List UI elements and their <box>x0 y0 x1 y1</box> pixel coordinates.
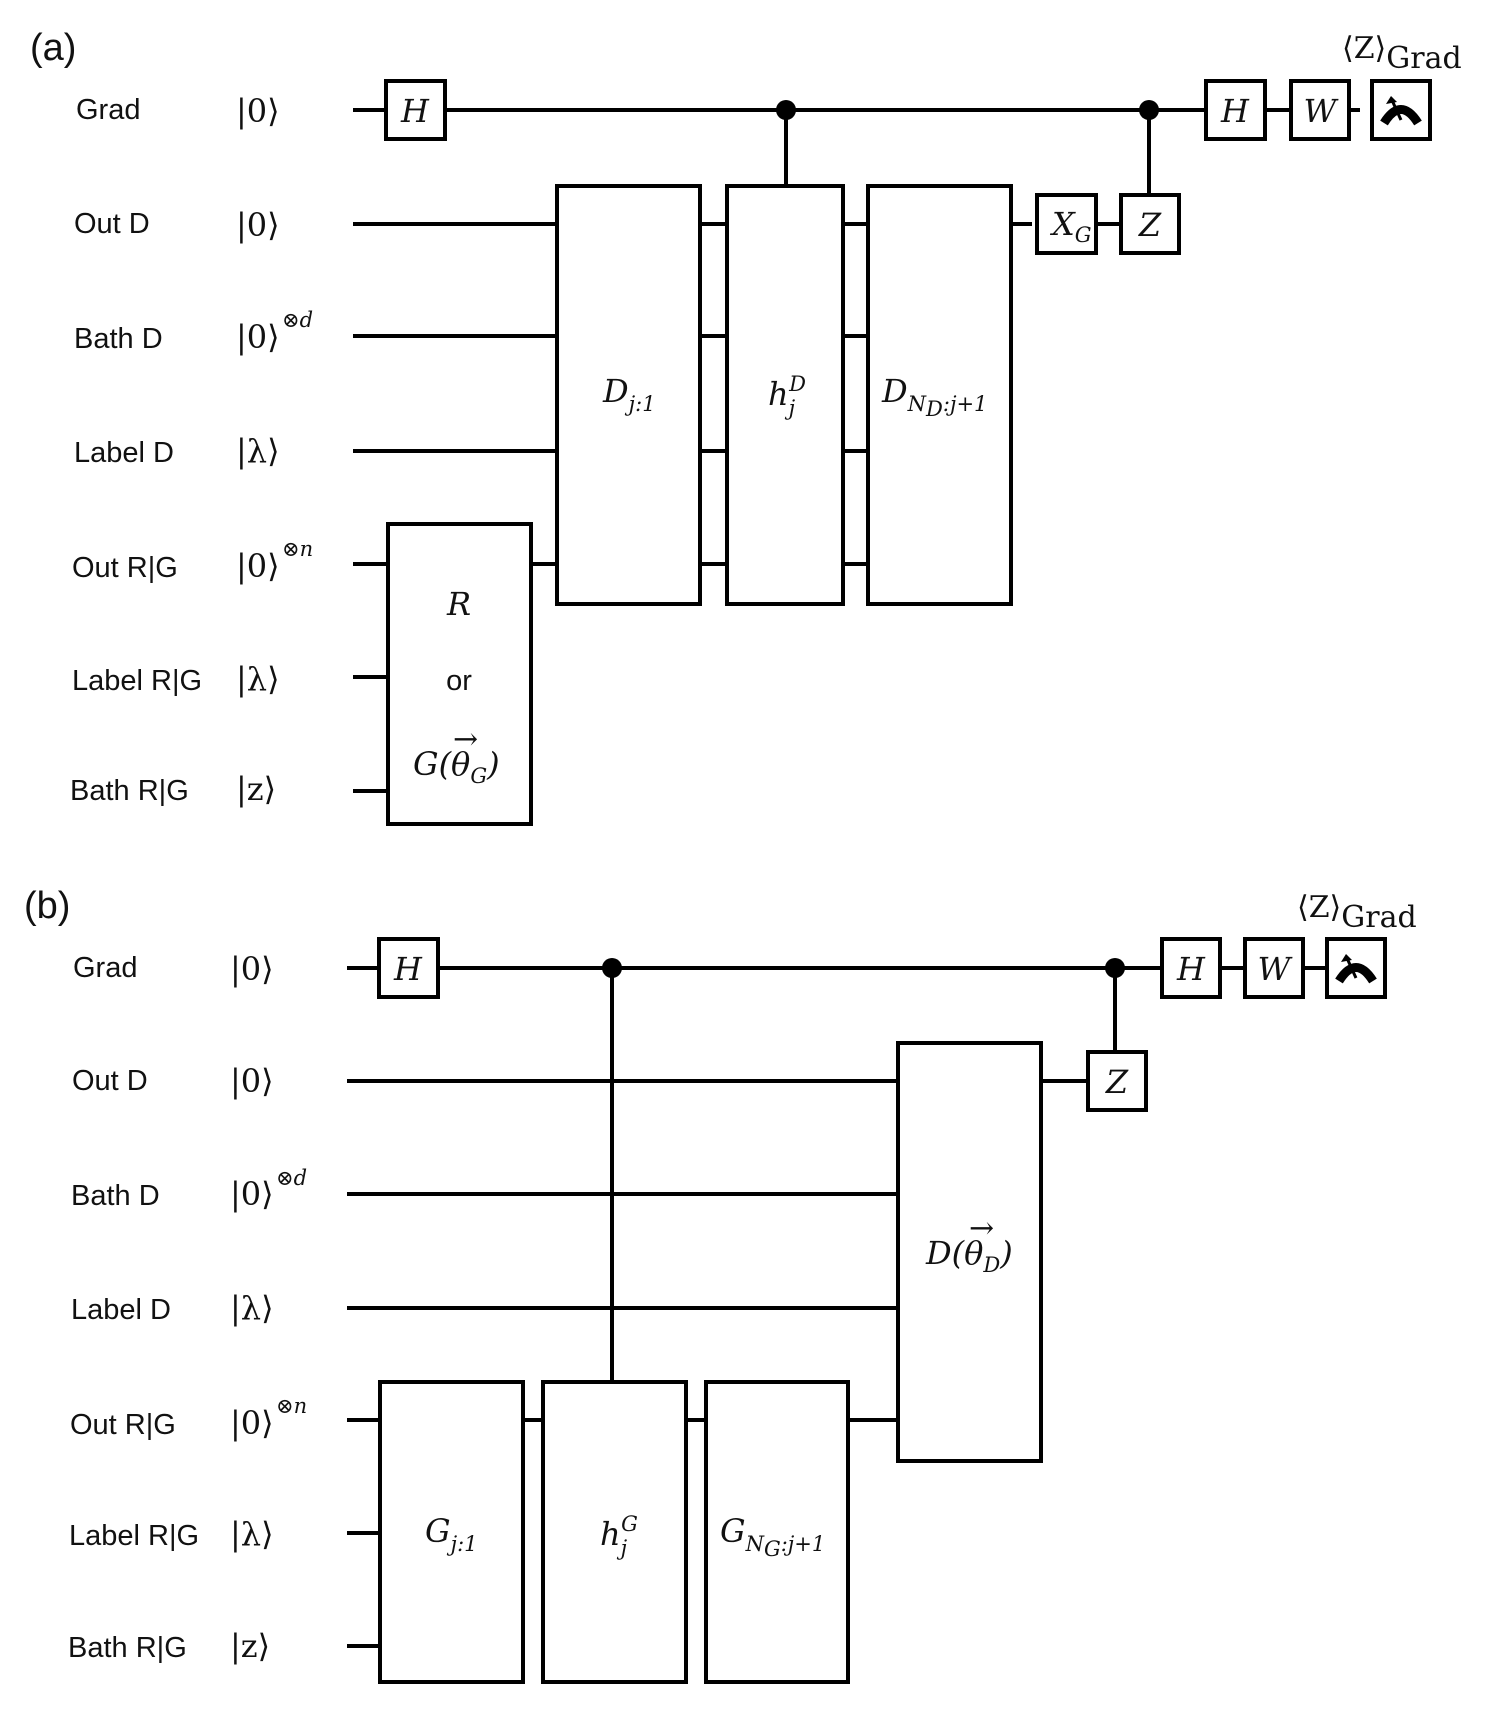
ket-bath-d: |0⟩ <box>236 318 280 356</box>
measurement-icon-b <box>1325 937 1387 999</box>
gate-h-first: H <box>384 79 447 141</box>
qubit-label-bath-d: Bath D <box>74 323 163 355</box>
gate-xg: XG <box>1035 193 1098 255</box>
panel-b-tag: (b) <box>24 885 70 927</box>
qubit-label-grad-b: Grad <box>73 952 137 984</box>
measurement-label-a: ⟨Z⟩Grad <box>1342 31 1462 76</box>
measurement-label-b: ⟨Z⟩Grad <box>1297 890 1417 935</box>
gate-or-label: or <box>446 665 472 697</box>
gate-d-nd-label: DND:j+1 <box>881 372 987 421</box>
gate-h-first-label: H <box>400 92 430 130</box>
gate-g-ng: GNG:j+1 <box>704 1380 850 1684</box>
control-dot-z-a <box>1139 100 1159 120</box>
gate-d-theta-label: D(θD) <box>925 1234 1013 1277</box>
qubit-label-out-rg: Out R|G <box>72 552 178 584</box>
qubit-label-label-d: Label D <box>74 437 174 469</box>
gate-w-b: W <box>1243 937 1305 999</box>
gate-z-b: Z <box>1086 1050 1148 1112</box>
ket-bath-rg-b: |z⟩ <box>230 1627 270 1665</box>
gate-h-first-b: H <box>377 937 440 999</box>
measurement-icon-a <box>1370 79 1432 141</box>
panel-b-qubit-labels: Grad Out D Bath D Label D Out R|G Label … <box>68 952 199 1664</box>
gate-d-nd: DND:j+1 <box>866 184 1013 606</box>
qubit-label-bath-d-b: Bath D <box>71 1180 160 1212</box>
vector-arrow-icon: → <box>453 722 478 757</box>
gate-h-first-b-label: H <box>393 950 423 988</box>
qubit-label-bath-rg: Bath R|G <box>70 775 189 807</box>
gate-hjg-label: hjG <box>600 1512 638 1560</box>
gate-w-a: W <box>1289 79 1351 141</box>
ket-bath-rg: |z⟩ <box>236 770 276 808</box>
ket-out-rg: |0⟩ <box>236 547 280 585</box>
ket-label-rg-b: |λ⟩ <box>230 1515 274 1553</box>
gate-d-j1-label: Dj:1 <box>602 372 656 416</box>
gate-d-j1: Dj:1 <box>555 184 702 606</box>
qubit-label-label-d-b: Label D <box>71 1294 171 1326</box>
qubit-label-out-d: Out D <box>74 208 150 240</box>
qubit-label-out-d-b: Out D <box>72 1065 148 1097</box>
gate-g-j1-label: Gj:1 <box>425 1512 478 1556</box>
gate-g-ng-label: GNG:j+1 <box>720 1512 825 1561</box>
gate-r-label: R <box>446 585 471 623</box>
qubit-label-grad: Grad <box>76 94 140 126</box>
ket-out-d: |0⟩ <box>236 206 280 244</box>
gate-z-a: Z <box>1119 193 1181 255</box>
ket-out-rg-power-b: ⊗n <box>276 1394 307 1418</box>
panel-a-kets: |0⟩ |0⟩ |0⟩ ⊗d |λ⟩ |0⟩ ⊗n |λ⟩ |z⟩ <box>236 92 313 808</box>
ket-bath-d-power-b: ⊗d <box>276 1166 307 1190</box>
gate-r-or-g: R or G(θG) → <box>386 522 533 826</box>
gate-z-a-label: Z <box>1138 206 1162 244</box>
vector-arrow-icon-b: → <box>969 1211 994 1246</box>
gate-z-b-label: Z <box>1105 1063 1129 1101</box>
ket-out-rg-b: |0⟩ <box>230 1404 274 1442</box>
gate-hjd-label: hjD <box>768 372 806 420</box>
control-dot-z-b <box>1105 958 1125 978</box>
ket-grad-b: |0⟩ <box>230 950 274 988</box>
gate-h-last-b-label: H <box>1176 950 1206 988</box>
panel-a-qubit-labels: Grad Out D Bath D Label D Out R|G Label … <box>70 94 202 807</box>
ket-bath-d-b: |0⟩ <box>230 1175 274 1213</box>
gate-g-j1: Gj:1 <box>378 1380 525 1684</box>
ket-bath-d-power: ⊗d <box>282 308 313 332</box>
ket-label-d: |λ⟩ <box>236 432 280 470</box>
qubit-label-out-rg-b: Out R|G <box>70 1409 176 1441</box>
gate-w-b-label: W <box>1258 950 1294 988</box>
control-dot-hjd <box>776 100 796 120</box>
gate-h-last-a-label: H <box>1220 92 1250 130</box>
gate-w-a-label: W <box>1304 92 1340 130</box>
ket-out-d-b: |0⟩ <box>230 1062 274 1100</box>
control-dot-hjg <box>602 958 622 978</box>
qubit-label-bath-rg-b: Bath R|G <box>68 1632 187 1664</box>
qubit-label-label-rg-b: Label R|G <box>69 1520 199 1552</box>
gate-h-last-a: H <box>1204 79 1267 141</box>
gate-g-theta-label: G(θG) <box>413 745 500 788</box>
gate-xg-label: XG <box>1049 205 1092 247</box>
gate-hjg: hjG <box>541 1380 688 1684</box>
gate-d-theta: D(θD) → <box>896 1041 1043 1463</box>
qubit-label-label-rg: Label R|G <box>72 665 202 697</box>
panel-a-tag: (a) <box>30 27 76 69</box>
ket-grad: |0⟩ <box>236 92 280 130</box>
gate-h-last-b: H <box>1160 937 1222 999</box>
ket-out-rg-power: ⊗n <box>282 537 313 561</box>
ket-label-d-b: |λ⟩ <box>230 1289 274 1327</box>
panel-b-kets: |0⟩ |0⟩ |0⟩ ⊗d |λ⟩ |0⟩ ⊗n |λ⟩ |z⟩ <box>230 950 307 1665</box>
ket-label-rg: |λ⟩ <box>236 660 280 698</box>
gate-hjd: hjD <box>725 184 845 606</box>
